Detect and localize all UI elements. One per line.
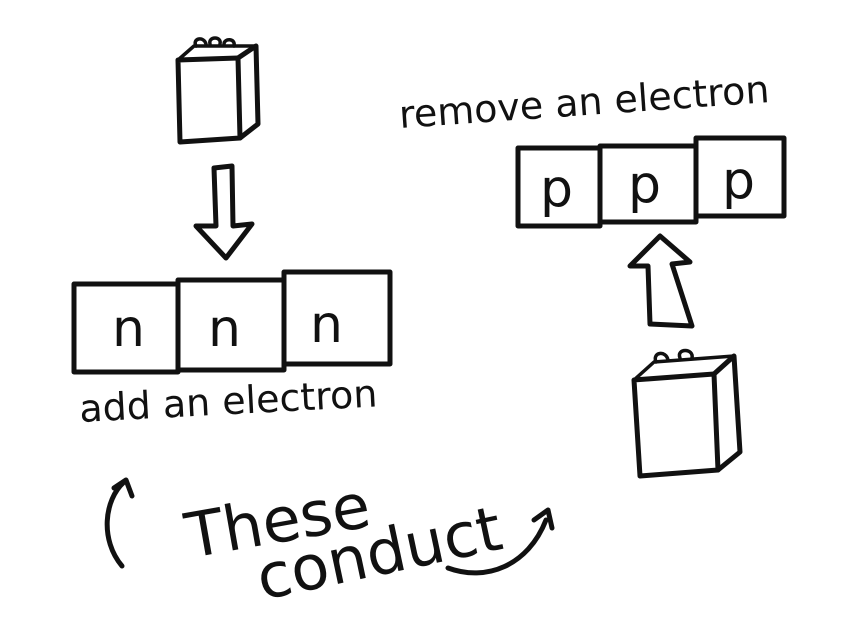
remove-electron-label: remove an electron [398, 67, 771, 137]
up-arrow-icon [627, 233, 695, 329]
n-cells-row: n n n [71, 269, 393, 375]
n-cell-3-label: n [310, 295, 343, 355]
p-cells-row: p p p [515, 135, 787, 229]
p-cell-2-label: p [628, 155, 661, 215]
down-arrow-icon [193, 163, 255, 261]
left-battery-icon [175, 36, 261, 145]
p-cell-3 [693, 135, 787, 219]
p-cell-1-label: p [540, 159, 573, 219]
n-cell-1-label: n [112, 299, 145, 359]
n-cell-2-label: n [208, 299, 241, 359]
left-curved-arrow-icon [104, 477, 135, 569]
add-electron-label: add an electron [78, 371, 378, 431]
right-battery-icon [631, 348, 743, 479]
n-cell-3 [281, 269, 393, 367]
right-curved-arrow-icon [445, 507, 555, 576]
p-cell-3-label: p [722, 151, 755, 211]
